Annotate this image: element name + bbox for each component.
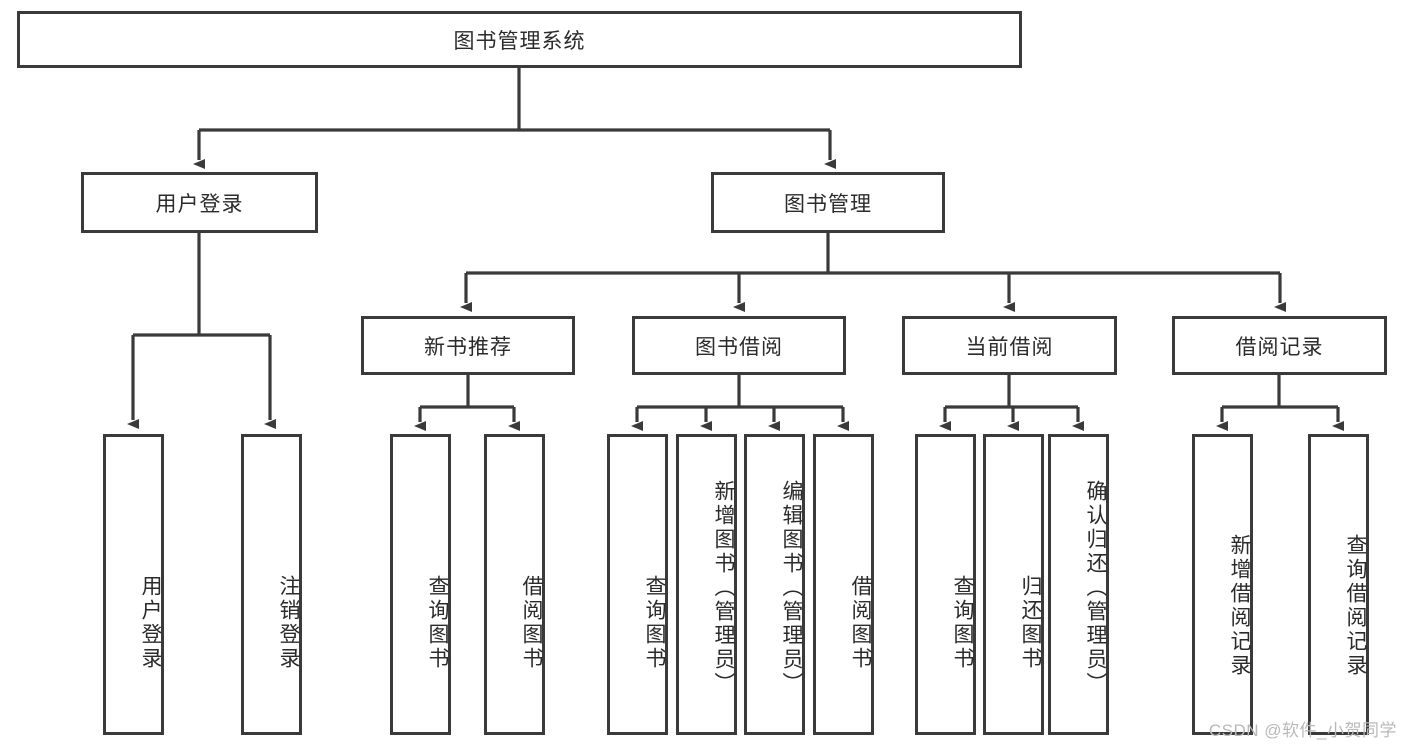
node-label: 用户登录	[139, 574, 162, 671]
node-label: 图书管理系统	[453, 29, 586, 53]
node-leaf-query-book-2[interactable]: 查询图书	[607, 434, 668, 735]
node-leaf-add-book[interactable]: 新增图书（管理员）	[676, 434, 737, 735]
node-leaf-borrow-book-2[interactable]: 借阅图书	[813, 434, 874, 735]
node-label: 查询图书	[426, 574, 449, 671]
node-label: 查询图书	[951, 574, 974, 671]
node-label: 新增图书（管理员）	[712, 479, 735, 696]
node-label: 借阅图书	[849, 574, 872, 671]
node-new-book-recommend[interactable]: 新书推荐	[361, 316, 575, 375]
node-label: 借阅记录	[1235, 335, 1324, 359]
node-borrow-record[interactable]: 借阅记录	[1172, 316, 1387, 375]
node-leaf-user-login[interactable]: 用户登录	[103, 434, 164, 735]
node-book-management[interactable]: 图书管理	[711, 172, 945, 233]
node-book-borrow[interactable]: 图书借阅	[632, 316, 846, 375]
node-label: 用户登录	[155, 192, 244, 216]
node-leaf-query-book-1[interactable]: 查询图书	[390, 434, 451, 735]
node-leaf-edit-book[interactable]: 编辑图书（管理员）	[744, 434, 805, 735]
node-label: 当前借阅	[965, 335, 1054, 359]
node-leaf-query-record[interactable]: 查询借阅记录	[1308, 434, 1369, 735]
node-book-management-system[interactable]: 图书管理系统	[17, 11, 1022, 68]
node-leaf-confirm-return[interactable]: 确认归还（管理员）	[1048, 434, 1109, 735]
node-user-login[interactable]: 用户登录	[81, 172, 318, 233]
node-leaf-add-record[interactable]: 新增借阅记录	[1192, 434, 1253, 735]
node-label: 借阅图书	[520, 574, 543, 671]
node-leaf-return-book[interactable]: 归还图书	[983, 434, 1044, 735]
node-current-borrow[interactable]: 当前借阅	[902, 316, 1117, 375]
node-label: 确认归还（管理员）	[1084, 479, 1107, 696]
node-label: 归还图书	[1019, 574, 1042, 671]
node-label: 查询图书	[643, 574, 666, 671]
node-label: 注销登录	[277, 574, 300, 671]
node-label: 新增借阅记录	[1228, 533, 1251, 678]
node-label: 图书借阅	[695, 335, 783, 359]
node-leaf-user-logout[interactable]: 注销登录	[241, 434, 302, 735]
node-leaf-borrow-book-1[interactable]: 借阅图书	[484, 434, 545, 735]
node-leaf-query-book-3[interactable]: 查询图书	[915, 434, 976, 735]
node-label: 编辑图书（管理员）	[780, 479, 803, 696]
node-label: 新书推荐	[424, 335, 512, 359]
node-label: 图书管理	[784, 192, 872, 216]
node-label: 查询借阅记录	[1344, 533, 1367, 678]
